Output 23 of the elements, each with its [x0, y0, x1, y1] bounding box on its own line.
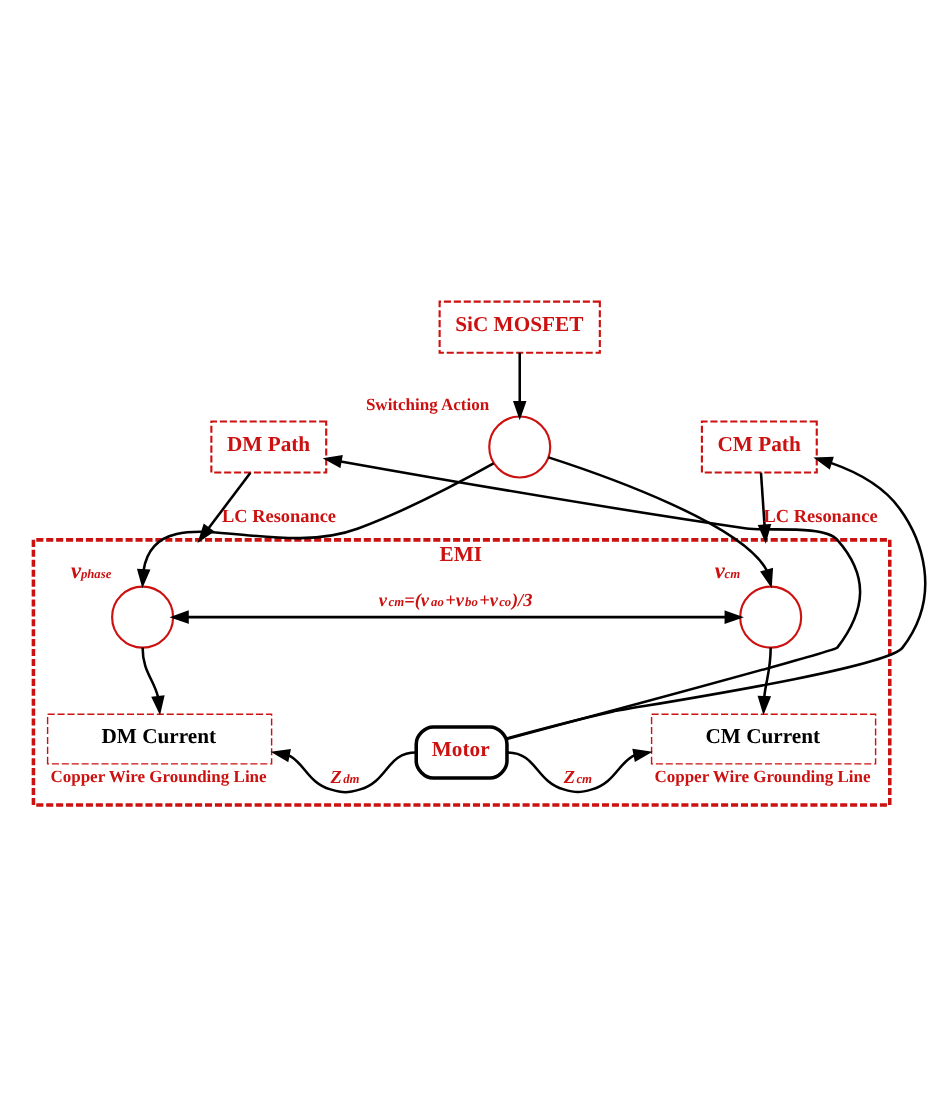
node-box: Motor	[414, 725, 509, 780]
node-circle	[739, 585, 803, 649]
arrow	[141, 647, 165, 716]
arrow	[506, 456, 927, 740]
edge-label: LC Resonance	[221, 506, 337, 526]
node-label: Switching Action	[365, 394, 490, 415]
arrow	[322, 454, 862, 741]
node-circle	[488, 415, 552, 479]
node-label: Copper Wire Grounding Line	[654, 765, 871, 786]
node-box: CM Current	[650, 713, 877, 765]
node-box: DM Path	[210, 420, 328, 474]
arrow	[512, 352, 527, 421]
node-box: CM Path	[700, 420, 818, 474]
arrow	[136, 462, 495, 589]
arrow	[197, 471, 252, 543]
node-box: DM Current	[46, 713, 273, 765]
arrow	[169, 610, 744, 624]
node-box: SiC MOSFET	[438, 300, 601, 354]
node-label: Copper Wire Grounding Line	[50, 765, 267, 786]
arrow	[757, 647, 772, 716]
arrow	[270, 748, 417, 794]
arrow	[506, 748, 653, 794]
node-circle	[111, 585, 175, 649]
